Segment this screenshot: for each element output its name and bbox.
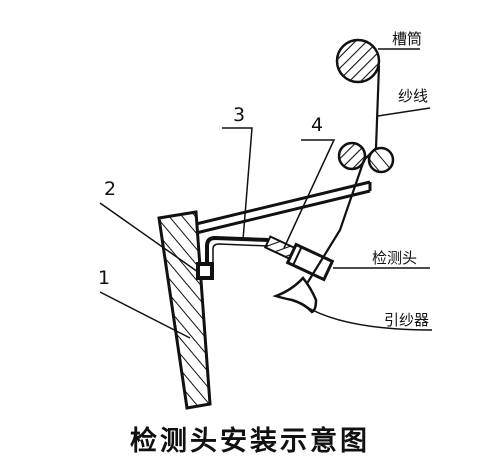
leader-yarn [377,107,431,117]
leader-1 [99,291,191,339]
label-drum: 槽筒 [392,30,422,48]
support-rod-top [195,180,371,226]
frame-wedge [157,210,212,410]
support-rod-bottom [195,189,371,235]
number-4: 4 [311,114,323,136]
detector-head [285,242,335,282]
number-3: 3 [233,104,245,126]
label-detector: 检测头 [372,249,417,267]
diagram-caption: 检测头安装示意图 [130,425,370,457]
bracket-inner [212,243,269,270]
clamp-block-inner [200,266,210,276]
number-1: 1 [98,267,110,289]
leader-guide [304,305,433,331]
label-yarn: 纱线 [398,87,428,105]
bracket [205,235,269,270]
drum-circle [335,38,381,84]
label-guide: 引纱器 [384,311,429,329]
leader-2 [99,202,199,273]
tension-ball-right [367,146,395,174]
yarn-guide-funnel [272,276,318,314]
leader-3 [222,127,253,241]
leader-4 [283,139,336,249]
number-2: 2 [104,178,116,200]
tension-ball-left [337,141,367,171]
